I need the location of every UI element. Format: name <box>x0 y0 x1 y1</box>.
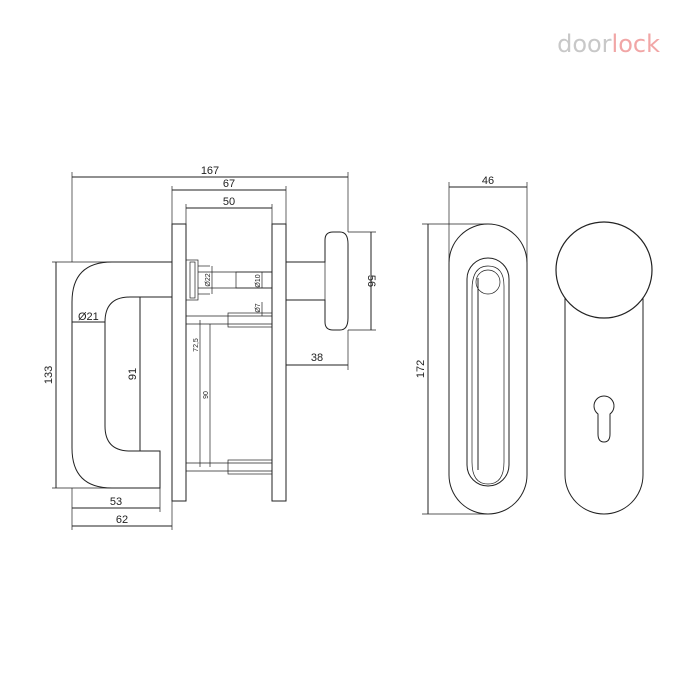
front-view-handle-plate: 46 172 <box>415 175 528 515</box>
lever-handle-outline <box>71 261 172 489</box>
logo-text-door: door <box>557 30 612 58</box>
keyhole-cylinder-cutout <box>593 395 615 443</box>
dim-53: 53 <box>110 496 122 508</box>
dim-diameter-7: Ø7 <box>255 303 262 312</box>
handle-plate-grip <box>466 257 510 487</box>
dim-172: 172 <box>415 360 427 378</box>
side-view: 167 67 50 56 38 133 91 Ø21 <box>43 165 377 530</box>
dim-56: 56 <box>365 275 377 287</box>
upper-fixing-screw <box>186 312 273 328</box>
dim-72-5: 72,5 <box>193 338 200 352</box>
dim-diameter-22: Ø22 <box>205 273 212 286</box>
front-view-knob-plate <box>555 221 653 515</box>
dim-62: 62 <box>116 514 128 526</box>
knob-side-profile <box>286 231 349 331</box>
dim-91: 91 <box>127 368 139 380</box>
spindle-assembly <box>185 259 273 301</box>
doorlock-logo: doorlock <box>0 30 660 58</box>
handle-plate-grip-inner <box>471 265 505 485</box>
left-rose-plate <box>171 223 187 502</box>
dim-diameter-21: Ø21 <box>78 311 99 323</box>
dim-38: 38 <box>311 352 323 364</box>
logo-text-lock: lock <box>611 30 660 58</box>
dim-diameter-10: Ø10 <box>255 274 262 287</box>
right-rose-plate <box>271 223 287 502</box>
knob-circle <box>555 221 653 319</box>
dim-67: 67 <box>223 178 235 190</box>
dim-90: 90 <box>203 391 210 399</box>
dim-133: 133 <box>43 366 55 384</box>
dim-46: 46 <box>482 175 494 187</box>
handle-plate-outline <box>448 223 528 515</box>
dim-50: 50 <box>223 196 235 208</box>
lower-fixing-screw <box>186 459 273 475</box>
dim-167: 167 <box>201 165 219 177</box>
